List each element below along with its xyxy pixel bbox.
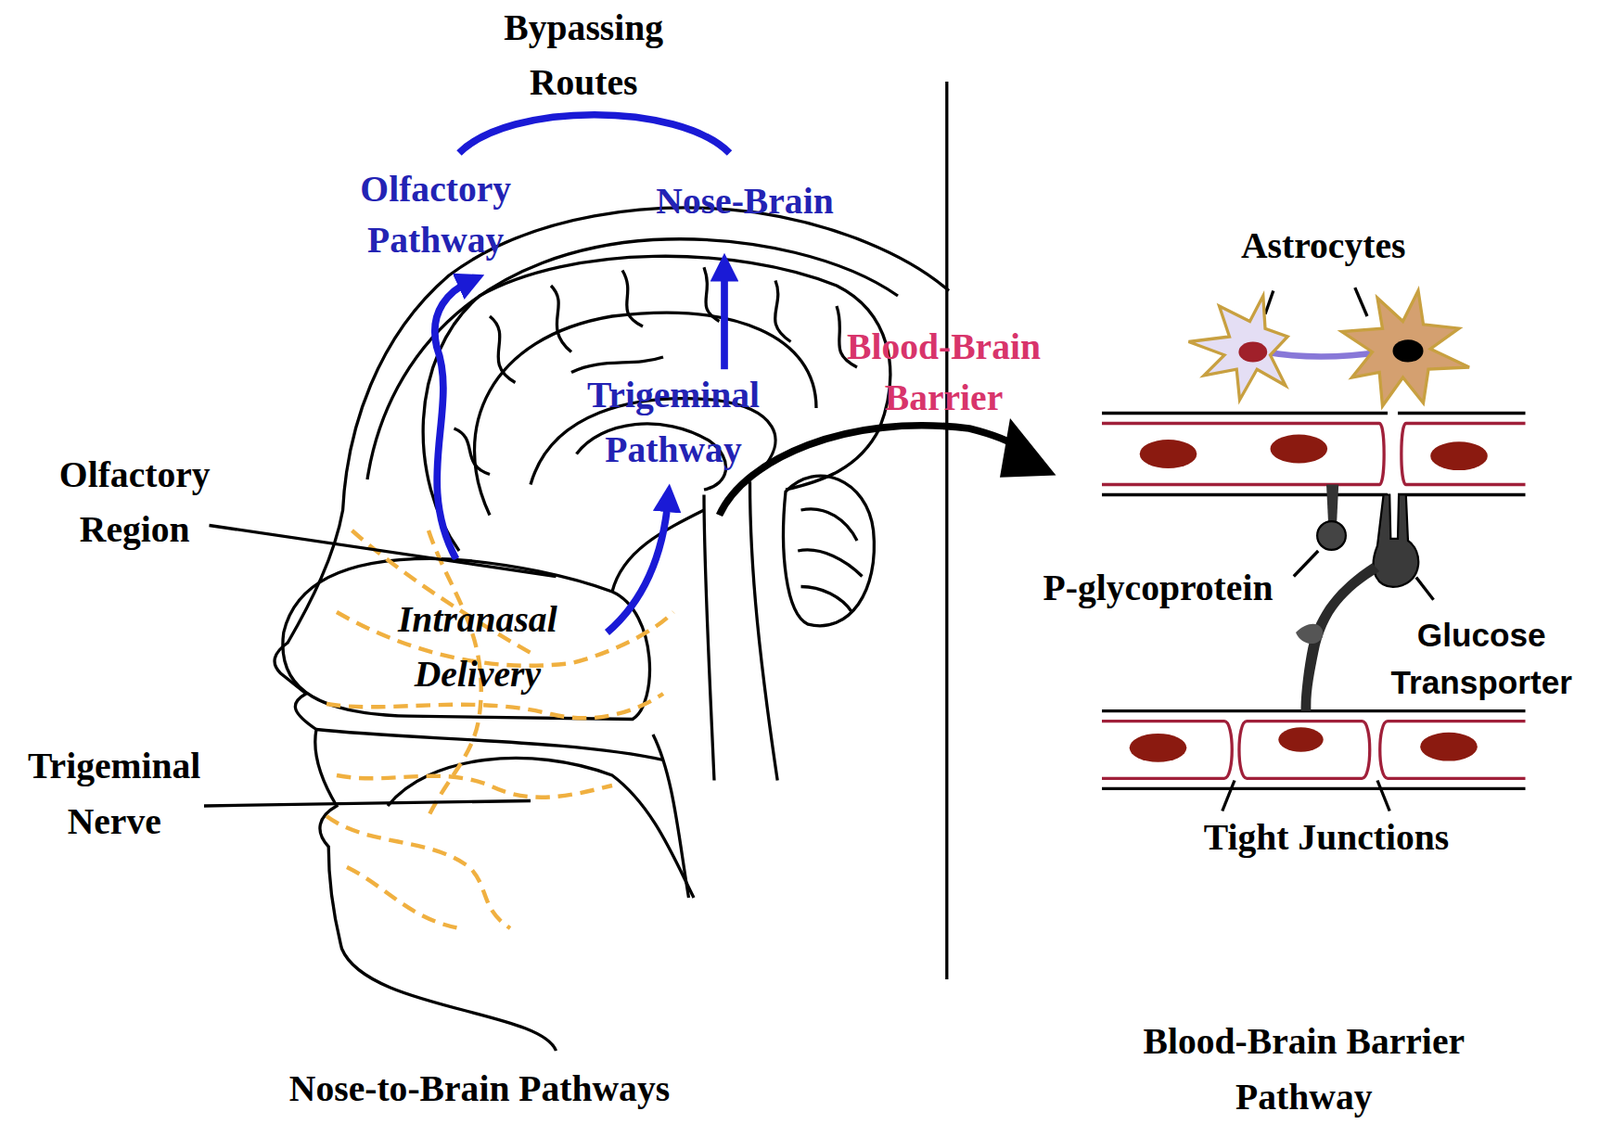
text-label: Astrocytes [1190, 220, 1457, 272]
astrocyte-connector [1265, 352, 1383, 358]
bbb-arrow [719, 418, 1057, 516]
astrocyte [1189, 295, 1289, 400]
nerve-fiber [326, 816, 511, 929]
text-label: Nose-Brain [612, 175, 878, 227]
leader-line [1377, 780, 1390, 812]
cell-nucleus [1270, 435, 1329, 464]
brainstem [704, 481, 778, 781]
text-label: Tight Junctions [1152, 812, 1500, 864]
text-label: P-glycoprotein [1005, 562, 1312, 614]
text-label: Intranasal Delivery [365, 591, 590, 703]
brain-outline [422, 256, 891, 551]
vessel-top [1101, 413, 1526, 496]
nerve-fiber [346, 867, 460, 929]
text-label: Blood-Brain Barrier Pathway [1100, 1013, 1509, 1124]
astrocyte-nucleus [1393, 339, 1424, 362]
leader-line [204, 801, 531, 807]
leader-line [1293, 550, 1319, 577]
cell-membrane [1101, 721, 1526, 780]
throat [612, 510, 704, 898]
nerve-fibers [326, 530, 674, 929]
cell-nucleus [1430, 441, 1488, 471]
vessel-wall [1101, 413, 1526, 496]
vessel-bottom [1101, 711, 1526, 790]
glucose-transporter-symbol [1373, 495, 1420, 588]
transporter-knob [1295, 624, 1323, 644]
trigeminal-arrow [607, 498, 669, 633]
bbb-arrow-shaft [719, 425, 1022, 516]
text-label: Glucose Transporter [1364, 612, 1600, 706]
cell-nucleus [1278, 727, 1323, 752]
leader-line [1416, 577, 1434, 601]
olfactory-arrow [435, 281, 472, 560]
astrocyte-nucleus [1238, 342, 1268, 363]
astrocyte [1342, 291, 1471, 407]
cell-nucleus [1139, 439, 1198, 469]
cell-nucleus [1420, 732, 1478, 762]
bbb-arrow-head [999, 418, 1057, 478]
nose-brain-arrow [720, 267, 729, 370]
text-label: Olfactory Pathway [323, 163, 549, 266]
text-label: Olfactory Region [32, 447, 237, 558]
brain-inner [474, 312, 818, 515]
cerebellum [783, 475, 875, 627]
p-glycoprotein-symbol [1326, 485, 1339, 526]
cell-nucleus [1129, 733, 1188, 763]
leader-line [209, 525, 557, 577]
vessel-wall [1101, 711, 1526, 790]
divider [945, 81, 948, 980]
text-label: Trigeminal Nerve [1, 738, 227, 849]
leader-line [1265, 291, 1274, 315]
text-label: Trigeminal Pathway [550, 367, 796, 478]
text-label: Nose-to-Brain Pathways [173, 1062, 786, 1114]
leader-line [1222, 780, 1235, 812]
astrocytes [1189, 291, 1471, 407]
leader-line [1355, 287, 1368, 317]
p-glycoprotein-symbol [1317, 521, 1346, 551]
text-label: Bypassing Routes [460, 0, 706, 111]
palate-tongue [316, 729, 694, 899]
nasal-cavity [282, 558, 651, 719]
bypassing-arc [459, 115, 730, 154]
nerve-fiber [326, 693, 664, 718]
cell-membrane [1101, 423, 1526, 486]
text-label: Blood-Brain Barrier [811, 321, 1077, 424]
nerve-fiber [336, 775, 613, 798]
